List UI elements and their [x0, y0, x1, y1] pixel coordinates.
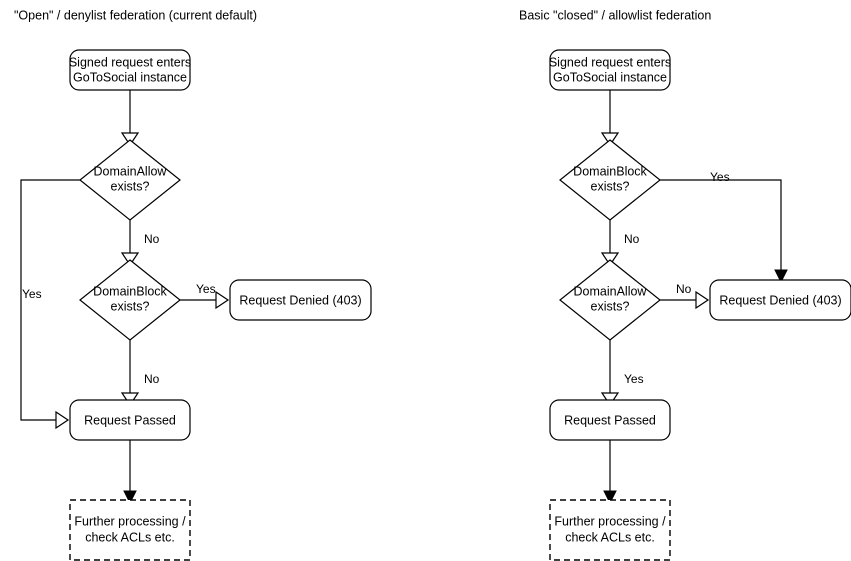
edge-entry-to-domainallow [120, 90, 140, 147]
node-decision-domainallow-denylist[interactable]: DomainAllow exists? [79, 139, 181, 221]
edge-domainblock-no-to-passed: No [120, 340, 160, 407]
edge-domainblock-no-to-domainallow-allowlist: No [600, 220, 640, 267]
node-further-processing-allowlist[interactable]: Further processing / check ACLs etc. [549, 499, 671, 561]
arrowhead-solid-icon [603, 490, 617, 505]
edge-domainallow-no-to-denied-allowlist: No [660, 282, 710, 310]
node-entry-denylist-line1: Signed request enters [69, 55, 191, 69]
node-request-denied-allowlist-shape[interactable] [709, 279, 851, 321]
node-further-processing-denylist-line2: check ACLs etc. [85, 530, 175, 544]
arrowhead-solid-icon [774, 269, 788, 284]
node-request-denied-allowlist-label: Request Denied (403) [719, 293, 841, 307]
edge-label-domainblock-yes: Yes [196, 282, 216, 296]
node-decision-domainallow-allowlist-line2: exists? [591, 299, 630, 313]
edge-label-domainallow-no-allowlist: No [676, 282, 692, 296]
node-decision-domainblock-denylist[interactable]: DomainBlock exists? [79, 259, 181, 341]
node-entry-denylist-line2: GoToSocial instance [73, 70, 187, 84]
edge-domainallow-yes-to-passed-allowlist: Yes [600, 340, 644, 407]
node-decision-domainallow-allowlist[interactable]: DomainAllow exists? [559, 259, 661, 341]
arrowhead-solid-icon [123, 490, 137, 505]
node-further-processing-denylist-line1: Further processing / [74, 514, 186, 528]
arrowhead-open-icon [695, 290, 710, 310]
node-entry-allowlist-line1: Signed request enters [549, 55, 671, 69]
edge-label-domainblock-yes-allowlist: Yes [710, 170, 730, 184]
node-request-denied-denylist[interactable]: Request Denied (403) [229, 279, 372, 321]
node-request-denied-allowlist[interactable]: Request Denied (403) [709, 279, 851, 321]
node-decision-domainblock-allowlist[interactable]: DomainBlock exists? [559, 139, 661, 221]
node-further-processing-denylist[interactable]: Further processing / check ACLs etc. [69, 499, 191, 561]
edge-label-domainallow-yes-allowlist: Yes [624, 372, 644, 386]
edge-label-domainallow-yes: Yes [22, 287, 42, 301]
node-request-passed-denylist-label: Request Passed [84, 413, 176, 427]
arrowhead-open-icon [600, 252, 620, 267]
node-request-passed-allowlist[interactable]: Request Passed [549, 399, 671, 441]
edge-domainallow-yes-to-passed: Yes [20, 179, 80, 430]
edge-entry-to-domainblock-allowlist [600, 90, 620, 147]
arrowhead-open-icon [120, 132, 140, 147]
node-further-processing-allowlist-line1: Further processing / [554, 514, 666, 528]
node-request-denied-denylist-label: Request Denied (403) [239, 293, 361, 307]
node-decision-domainallow-allowlist-line1: DomainAllow [574, 284, 648, 298]
node-decision-domainblock-allowlist-line2: exists? [591, 179, 630, 193]
edge-passed-to-further-denylist [123, 440, 137, 505]
node-further-processing-denylist-shape[interactable] [69, 499, 191, 561]
arrowhead-open-icon [120, 392, 140, 407]
arrowhead-open-icon [600, 392, 620, 407]
edge-label-domainblock-no: No [144, 372, 160, 386]
edge-label-domainblock-no-allowlist: No [624, 232, 640, 246]
node-entry-allowlist-line2: GoToSocial instance [553, 70, 667, 84]
arrowhead-open-icon [600, 132, 620, 147]
node-request-passed-allowlist-label: Request Passed [564, 413, 656, 427]
node-entry-allowlist[interactable]: Signed request enters GoToSocial instanc… [549, 49, 671, 91]
arrowhead-open-icon [55, 410, 70, 430]
node-decision-domainblock-denylist-line1: DomainBlock [93, 284, 167, 298]
node-decision-domainallow-denylist-line2: exists? [111, 179, 150, 193]
node-request-passed-denylist[interactable]: Request Passed [69, 399, 191, 441]
edge-domainblock-yes-to-denied: Yes [180, 282, 230, 310]
edge-label-domainallow-no: No [144, 232, 160, 246]
node-request-denied-denylist-shape[interactable] [229, 279, 372, 321]
diagram-title-allowlist: Basic "closed" / allowlist federation [519, 8, 711, 22]
node-decision-domainblock-allowlist-line1: DomainBlock [573, 164, 647, 178]
diagram-title-denylist: "Open" / denylist federation (current de… [14, 8, 257, 22]
edge-passed-to-further-allowlist [603, 440, 617, 505]
arrowhead-open-icon [120, 252, 140, 267]
diagram-denylist: "Open" / denylist federation (current de… [14, 8, 372, 561]
arrowhead-open-icon [215, 290, 230, 310]
node-further-processing-allowlist-shape[interactable] [549, 499, 671, 561]
diagram-allowlist: Basic "closed" / allowlist federation Si… [519, 8, 851, 561]
node-further-processing-allowlist-line2: check ACLs etc. [565, 530, 655, 544]
node-entry-denylist[interactable]: Signed request enters GoToSocial instanc… [69, 49, 191, 91]
edge-domainblock-yes-to-denied-allowlist: Yes [660, 170, 788, 284]
node-decision-domainallow-denylist-line1: DomainAllow [94, 164, 168, 178]
node-decision-domainblock-denylist-line2: exists? [111, 299, 150, 313]
edge-domainallow-no-to-domainblock: No [120, 220, 160, 267]
